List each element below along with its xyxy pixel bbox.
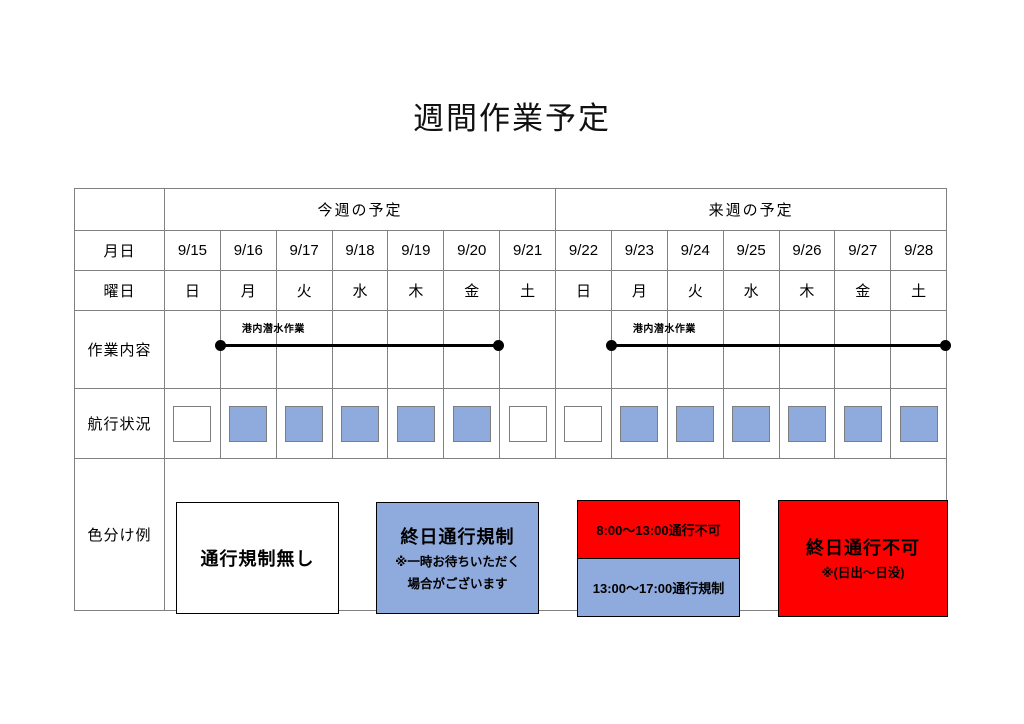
nav-status-swatch-9 <box>676 405 715 442</box>
date-cell-7: 9/22 <box>555 230 612 271</box>
nav-status-cell-0 <box>164 388 221 459</box>
page-title: 週間作業予定 <box>413 101 611 136</box>
weekday-cell-7: 日 <box>555 270 612 311</box>
date-cell-11: 9/26 <box>778 230 836 271</box>
date-cell-2: 9/17 <box>275 230 333 271</box>
weekday-cell-4: 木 <box>387 270 445 311</box>
table-row-weekdays: 曜日 日 月 火 水 木 金 土 日 月 火 水 木 金 土 <box>74 270 948 311</box>
date-cell-1: 9/16 <box>219 230 277 271</box>
work-cell-8 <box>610 310 668 389</box>
date-cell-12: 9/27 <box>834 230 892 271</box>
nav-status-swatch-7 <box>564 405 603 442</box>
weekday-cell-2: 火 <box>275 270 333 311</box>
nav-status-cell-8 <box>610 388 668 459</box>
work-cell-6 <box>499 310 557 389</box>
nav-status-cell-6 <box>499 388 557 459</box>
weekday-cell-13: 土 <box>890 270 948 311</box>
nav-status-cell-13 <box>890 388 948 459</box>
nav-status-swatch-8 <box>620 405 659 442</box>
work-cell-11 <box>778 310 836 389</box>
date-cell-4: 9/19 <box>387 230 445 271</box>
nav-status-swatch-2 <box>285 405 324 442</box>
table-row-week-headers: 今週の予定 来週の予定 <box>74 188 948 231</box>
date-cell-13: 9/28 <box>890 230 948 271</box>
week-header-this-week: 今週の予定 <box>163 188 557 231</box>
row-label-work-content: 作業内容 <box>74 310 165 389</box>
date-cell-6: 9/21 <box>499 230 557 271</box>
weekday-cell-5: 金 <box>443 270 501 311</box>
nav-status-cell-3 <box>331 388 389 459</box>
row-label-weekday: 曜日 <box>74 270 165 311</box>
work-cell-5 <box>443 310 501 389</box>
nav-status-cell-12 <box>834 388 892 459</box>
table-row-work-content: 作業内容 <box>74 310 948 389</box>
table-row-nav-status: 航行状況 <box>74 388 948 459</box>
weekday-cell-9: 火 <box>666 270 724 311</box>
nav-status-cell-10 <box>722 388 780 459</box>
date-cell-8: 9/23 <box>610 230 668 271</box>
legend-container <box>163 458 948 611</box>
date-cell-9: 9/24 <box>666 230 724 271</box>
week-header-next-week: 来週の予定 <box>555 188 948 231</box>
date-cell-0: 9/15 <box>164 230 221 271</box>
nav-status-swatch-0 <box>173 405 212 442</box>
work-cell-1 <box>219 310 277 389</box>
nav-status-swatch-1 <box>229 405 268 442</box>
work-cell-9 <box>666 310 724 389</box>
nav-status-swatch-3 <box>341 405 379 442</box>
work-cell-13 <box>890 310 948 389</box>
weekday-cell-1: 月 <box>219 270 277 311</box>
nav-status-swatch-6 <box>508 405 547 442</box>
nav-status-cell-7 <box>555 388 612 459</box>
work-cell-7 <box>555 310 612 389</box>
work-cell-12 <box>834 310 892 389</box>
weekday-cell-10: 水 <box>722 270 780 311</box>
nav-status-swatch-5 <box>452 405 491 442</box>
work-cell-3 <box>331 310 389 389</box>
weekday-cell-12: 金 <box>834 270 892 311</box>
table-row-legend: 色分け例 <box>74 458 948 611</box>
nav-status-swatch-11 <box>787 405 826 442</box>
date-cell-5: 9/20 <box>443 230 501 271</box>
row-label-nav-status: 航行状況 <box>74 388 165 459</box>
table-row-dates: 月日 9/15 9/16 9/17 9/18 9/19 9/20 9/21 9/… <box>74 230 948 271</box>
nav-status-swatch-13 <box>899 405 938 442</box>
weekly-schedule-table: 今週の予定 来週の予定 月日 9/15 9/16 9/17 9/18 9/19 … <box>74 188 948 611</box>
nav-status-cell-9 <box>666 388 724 459</box>
nav-status-swatch-10 <box>732 405 771 442</box>
date-cell-3: 9/18 <box>331 230 389 271</box>
week-header-corner <box>74 188 165 231</box>
nav-status-cell-2 <box>275 388 333 459</box>
nav-status-swatch-12 <box>843 405 882 442</box>
work-cell-4 <box>387 310 445 389</box>
work-cell-2 <box>275 310 333 389</box>
date-cell-10: 9/25 <box>722 230 780 271</box>
weekday-cell-6: 土 <box>499 270 557 311</box>
nav-status-cell-11 <box>778 388 836 459</box>
weekday-cell-3: 水 <box>331 270 389 311</box>
weekday-cell-8: 月 <box>610 270 668 311</box>
row-label-legend: 色分け例 <box>74 458 165 611</box>
nav-status-swatch-4 <box>396 405 435 442</box>
weekday-cell-11: 木 <box>778 270 836 311</box>
row-label-date: 月日 <box>74 230 165 271</box>
work-cell-0 <box>164 310 221 389</box>
nav-status-cell-5 <box>443 388 501 459</box>
work-cell-10 <box>722 310 780 389</box>
nav-status-cell-1 <box>219 388 277 459</box>
nav-status-cell-4 <box>387 388 445 459</box>
weekday-cell-0: 日 <box>164 270 221 311</box>
